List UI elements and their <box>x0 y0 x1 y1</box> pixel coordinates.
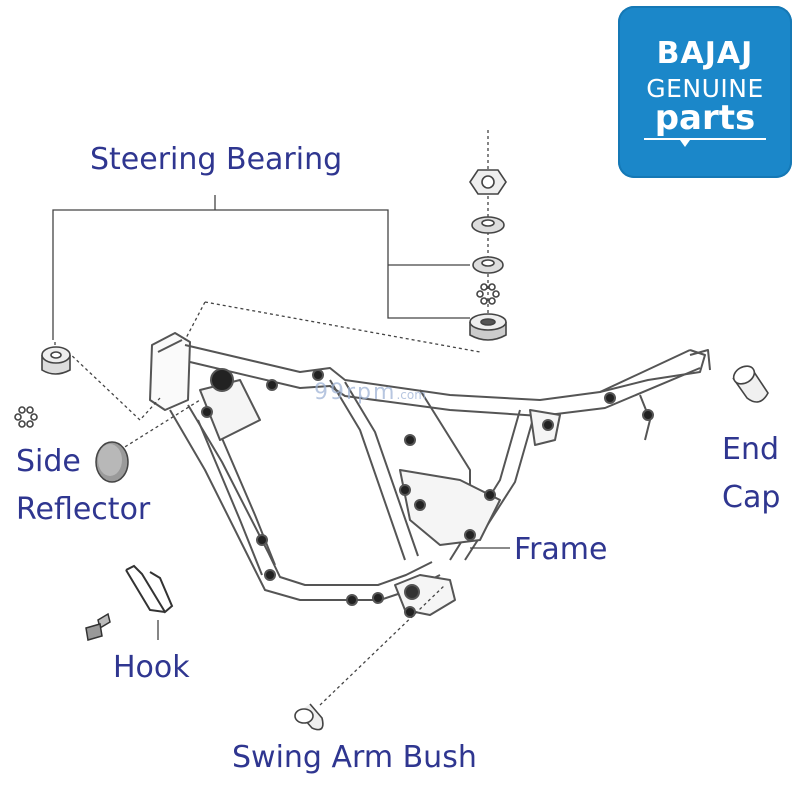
steering-bearing-parts <box>14 169 507 428</box>
label-swing-arm-bush: Swing Arm Bush <box>232 740 477 775</box>
watermark-suffix: .com <box>396 388 426 402</box>
bajaj-genuine-parts-logo: BAJAJ GENUINE parts <box>618 6 792 178</box>
watermark-main: 99rpm <box>314 380 397 405</box>
logo-brand: BAJAJ <box>656 36 754 71</box>
label-end-cap-line2: Cap <box>722 480 781 515</box>
bearing-cup-lower-icon <box>469 313 507 341</box>
logo-arrow-icon <box>680 140 690 147</box>
bearing-balls-left-icon <box>14 406 38 428</box>
frame-drawing <box>149 332 711 618</box>
label-frame: Frame <box>514 532 608 567</box>
label-end-cap-line1: End <box>722 432 780 467</box>
label-side-reflector-line1: Side <box>16 444 81 479</box>
bearing-cup-left-icon <box>41 346 71 375</box>
logo-genuine: GENUINE <box>646 74 764 103</box>
label-steering-bearing: Steering Bearing <box>90 142 343 177</box>
watermark: 99rpm.com <box>314 380 426 405</box>
steering-washer-icon <box>471 216 505 234</box>
bolt-icon <box>85 612 111 641</box>
steering-nut-icon <box>469 169 507 195</box>
logo-underline <box>644 138 766 140</box>
logo-parts: parts <box>654 98 756 138</box>
end-cap-icon <box>732 365 769 403</box>
bearing-race-upper-icon <box>472 256 504 274</box>
hook-icon <box>125 564 174 614</box>
label-side-reflector-line2: Reflector <box>16 492 151 527</box>
label-hook: Hook <box>113 650 190 685</box>
side-reflector-icon <box>95 441 129 483</box>
leader-lines <box>52 130 510 706</box>
bearing-balls-icon <box>476 283 500 305</box>
swing-arm-bush-icon <box>294 703 324 731</box>
